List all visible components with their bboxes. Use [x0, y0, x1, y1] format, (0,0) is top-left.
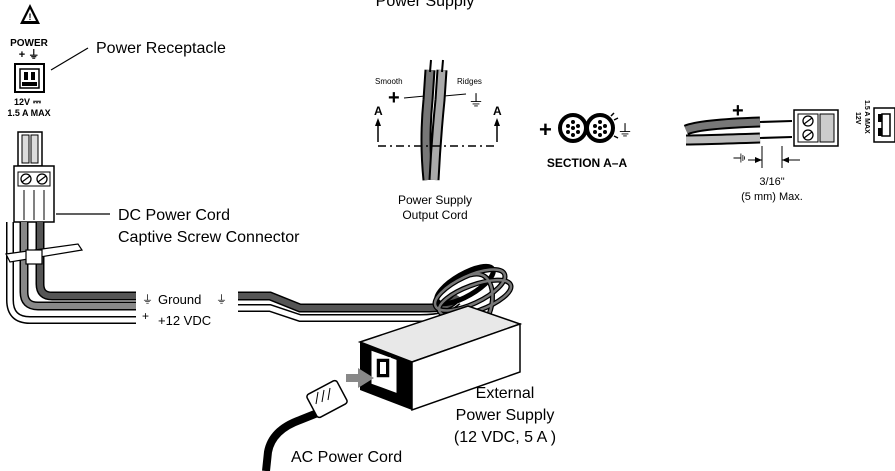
captive-screw-connector [13, 131, 55, 223]
warning-triangle-icon: ! [20, 4, 40, 24]
smooth-label: Smooth [375, 77, 403, 86]
external-label-2: Power Supply [456, 407, 555, 424]
supply-output-cord [238, 291, 465, 322]
strip-dimension: 3/16" [759, 176, 784, 188]
receptacle-current: 1.5 A MAX [7, 108, 50, 118]
receptacle-leader [50, 47, 89, 71]
ac-cord-label: AC Power Cord [291, 449, 402, 466]
external-label-1: External [476, 385, 535, 402]
header-partial: Power Supply [376, 0, 475, 10]
power-polarity: + ⏚ [19, 48, 39, 61]
cord-caption-1: Power Supply [398, 193, 472, 207]
strip-dimension-metric: (5 mm) Max. [741, 191, 803, 203]
ac-power-cord [262, 379, 348, 471]
cord-caption-2: Output Cord [402, 208, 467, 222]
cross-section: + ⏚ SECTION A–A [539, 112, 633, 170]
plus-symbol: + [142, 309, 149, 323]
strip-connector-current: 1.5 A MAX [863, 100, 870, 134]
ground-symbol-icon: ⏚ [617, 122, 633, 140]
dc-cord-label-1: DC Power Cord [118, 207, 230, 224]
insert-arrow-icon [346, 368, 374, 388]
ground-label: Ground [158, 292, 201, 307]
section-plus: + [539, 117, 552, 142]
strip-connector-voltage: 12V [854, 112, 861, 125]
strip-detail: + ⏚ 3/16" (5 mm) Max. 12V 1.5 A MAX [683, 100, 895, 203]
section-label: SECTION A–A [547, 156, 628, 170]
ground-symbol-icon: ⏚ [732, 151, 748, 165]
cord-plus: + [388, 87, 400, 109]
ground-symbol-icon: ⏚ [216, 293, 227, 306]
power-receptacle-label: Power Receptacle [96, 40, 226, 57]
section-mark-right: A [493, 104, 502, 118]
receptacle-voltage: 12V [14, 97, 30, 107]
dc-cord-label-2: Captive Screw Connector [118, 229, 300, 246]
power-title: POWER [10, 38, 49, 49]
ridges-label: Ridges [457, 77, 482, 86]
cord-section-detail: Smooth Ridges + ⏚ A A Power Supply Outpu… [374, 59, 502, 222]
receptacle-dc-symbol: ⎓ [33, 97, 41, 108]
power-receptacle [14, 63, 45, 93]
ground-symbol-icon: ⏚ [468, 92, 484, 110]
svg-text:!: ! [29, 12, 32, 22]
strip-plus: + [732, 100, 744, 122]
dc-power-cord [6, 222, 136, 324]
external-label-3: (12 VDC, 5 A ) [454, 429, 556, 446]
plus12-label: +12 VDC [158, 313, 211, 328]
section-mark-left: A [374, 104, 383, 118]
cable-tie [5, 243, 84, 265]
external-power-supply [357, 305, 523, 412]
ground-symbol-icon: ⏚ [142, 293, 153, 306]
